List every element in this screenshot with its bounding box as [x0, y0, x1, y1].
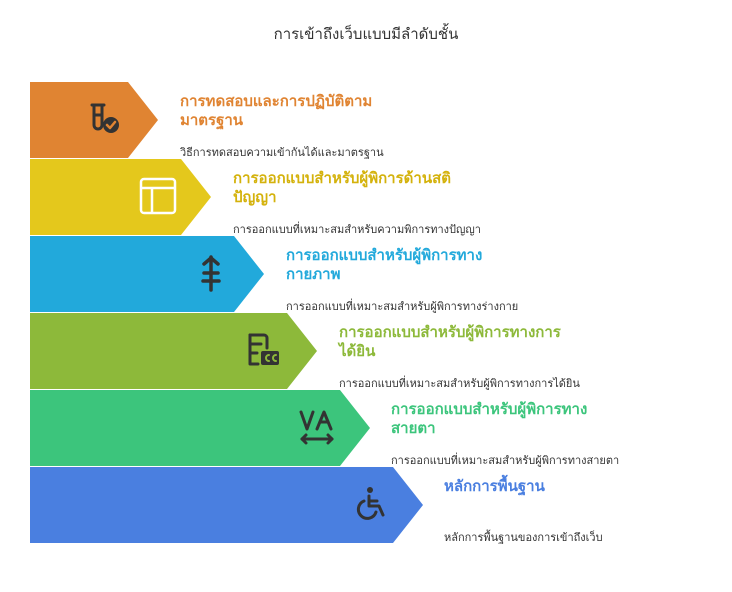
layout-window-icon — [138, 176, 178, 216]
text-size-icon — [297, 407, 337, 447]
level-description: วิธีการทดสอบความเข้ากันได้และมาตรฐาน — [180, 146, 384, 159]
level-description: การออกแบบที่เหมาะสมสำหรับผู้พิการทางร่าง… — [286, 300, 519, 313]
wheelchair-icon — [350, 484, 390, 524]
level-heading: การทดสอบและการปฏิบัติตามมาตรฐาน — [180, 92, 373, 129]
level-heading: การออกแบบสำหรับผู้พิการด้านสติปัญญา — [233, 169, 451, 206]
level-arrow — [30, 390, 370, 466]
level-hearing-design: การออกแบบสำหรับผู้พิการทางการได้ยิน การอ… — [0, 313, 732, 390]
level-description: การออกแบบที่เหมาะสมสำหรับผู้พิการทางสายต… — [391, 454, 620, 467]
level-visual-design: การออกแบบสำหรับผู้พิการทางสายตา การออกแบ… — [0, 390, 732, 467]
level-arrow — [30, 236, 264, 312]
level-arrow — [30, 159, 211, 235]
level-arrow — [30, 467, 423, 543]
level-physical-design: การออกแบบสำหรับผู้พิการทางกายภาพ การออกแ… — [0, 236, 732, 313]
level-heading: การออกแบบสำหรับผู้พิการทางกายภาพ — [286, 246, 483, 283]
level-heading: การออกแบบสำหรับผู้พิการทางการได้ยิน — [339, 323, 561, 360]
level-arrow — [30, 313, 317, 389]
closed-caption-icon — [244, 330, 284, 370]
level-heading: การออกแบบสำหรับผู้พิการทางสายตา — [391, 400, 588, 437]
pine-tree-icon — [191, 253, 231, 293]
level-testing-standards: การทดสอบและการปฏิบัติตามมาตรฐาน วิธีการท… — [0, 82, 732, 159]
level-cognitive-design: การออกแบบสำหรับผู้พิการด้านสติปัญญา การอ… — [0, 159, 732, 236]
level-description: การออกแบบที่เหมาะสมสำหรับผู้พิการทางการไ… — [339, 377, 580, 390]
level-description: หลักการพื้นฐานของการเข้าถึงเว็บ — [444, 531, 603, 544]
level-heading: หลักการพื้นฐาน — [444, 477, 545, 495]
level-fundamentals: หลักการพื้นฐาน หลักการพื้นฐานของการเข้าถ… — [0, 467, 732, 544]
test-tube-check-icon — [84, 99, 124, 139]
diagram-title: การเข้าถึงเว็บแบบมีลำดับชั้น — [273, 25, 459, 43]
level-description: การออกแบบที่เหมาะสมสำหรับความพิการทางปัญ… — [233, 223, 481, 236]
